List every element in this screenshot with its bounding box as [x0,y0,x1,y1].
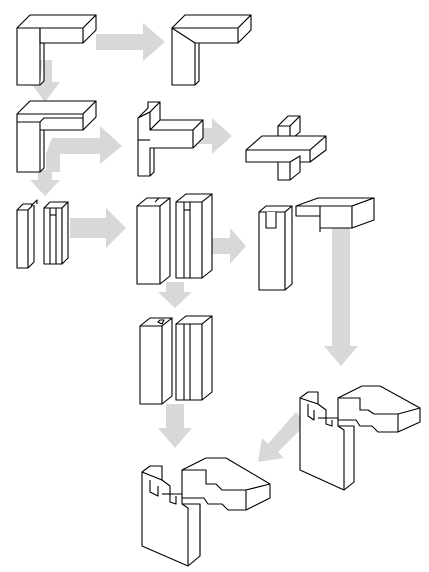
arrow-down-4 [158,404,192,448]
joint-large-tongue-and-groove [136,193,213,285]
arrow-tee [46,126,122,172]
flow-arrows [30,23,358,462]
joint-butt-corner [16,14,97,86]
joint-cross-halving [245,115,327,181]
joint-halved-corner [16,100,97,173]
joint-grooved-post-and-rail [258,197,375,291]
arrow-down-2 [30,170,60,196]
joint-stub-tenon-and-groove [139,315,213,405]
arrow-tongue [70,208,126,248]
arrow-diagonal [258,412,306,462]
arrow-down-1 [30,60,60,102]
arrow-down-3 [158,282,192,308]
joint-tee-halving [137,101,204,177]
joint-mitre-corner [171,14,252,86]
arrow-cross [176,118,232,154]
joint-tongue-and-groove-pair [16,199,69,269]
joint-dovetailed-box-corner-variant [299,385,421,491]
arrow-mitre [96,23,165,61]
arrow-down-long [324,228,358,366]
joint-dovetailed-box-corner [141,457,271,567]
arrow-post-rail [212,228,246,264]
